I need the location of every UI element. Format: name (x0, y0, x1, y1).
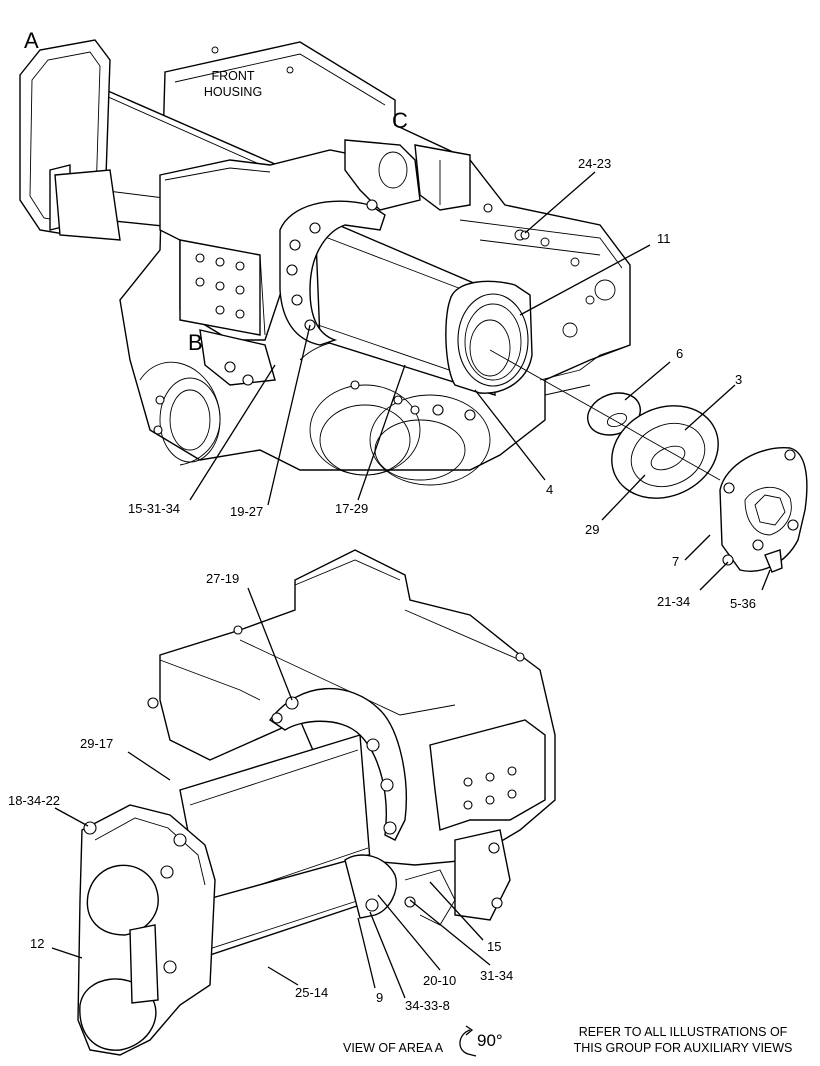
callout-label: 24-23 (578, 156, 611, 171)
refer-note-line1: REFER TO ALL ILLUSTRATIONS OF (579, 1025, 788, 1039)
callout-label: 15-31-34 (128, 501, 180, 516)
callout-label: 11 (657, 231, 671, 246)
callout-label: 18-34-22 (8, 793, 60, 808)
callout-label: 7 (672, 554, 679, 569)
rotation-arrow-icon (459, 1029, 477, 1057)
callout-label: 27-19 (206, 571, 239, 586)
callout-label: 25-14 (295, 985, 328, 1000)
housing-label-line1: FRONT (211, 69, 254, 83)
callout-label: 17-29 (335, 501, 368, 516)
callout-label: 20-10 (423, 973, 456, 988)
callout-label: 9 (376, 990, 383, 1005)
rotation-degrees: 90° (477, 1031, 503, 1050)
view-letter-a: A (24, 28, 39, 53)
view-letter-b: B (188, 330, 203, 355)
explode-centerline (489, 349, 721, 481)
labels: A B C FRONT HOUSING 24-23 11 6 3 15-31-3… (8, 28, 793, 1057)
plate-3 (611, 405, 719, 499)
view-letter-c: C (392, 108, 408, 133)
callout-label: 34-33-8 (405, 998, 450, 1013)
callout-label: 31-34 (480, 968, 513, 983)
housing-label-line2: HOUSING (204, 85, 262, 99)
callout-label: 4 (546, 482, 553, 497)
cover-7 (719, 447, 808, 573)
callout-label: 29 (585, 522, 599, 537)
callout-label: 5-36 (730, 596, 756, 611)
callout-label: 29-17 (80, 736, 113, 751)
top-assembly-drawing (19, 39, 631, 486)
callout-label: 21-34 (657, 594, 690, 609)
leader-lines (51, 171, 771, 999)
callout-label: 15 (487, 939, 501, 954)
callout-label: 3 (735, 372, 742, 387)
view-of-area-note: VIEW OF AREA A (343, 1041, 444, 1055)
bottom-assembly-drawing (77, 549, 556, 1056)
callout-label: 19-27 (230, 504, 263, 519)
callout-label: 12 (30, 936, 44, 951)
callout-label: 6 (676, 346, 683, 361)
refer-note-line2: THIS GROUP FOR AUXILIARY VIEWS (574, 1041, 793, 1055)
